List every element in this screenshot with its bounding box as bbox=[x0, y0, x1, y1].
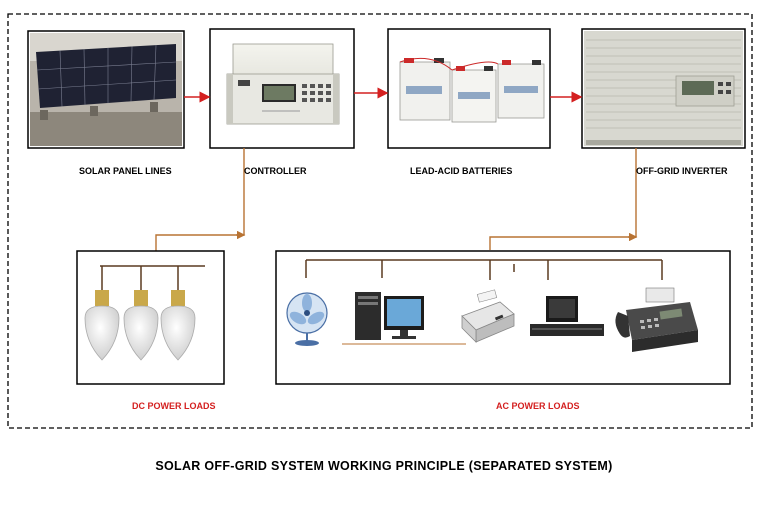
inverter-box bbox=[581, 28, 746, 149]
batteries-box bbox=[387, 28, 551, 149]
solar-panel-box bbox=[27, 30, 185, 149]
light-bulb-icon bbox=[123, 290, 159, 361]
desktop-computer-icon bbox=[342, 292, 466, 345]
batteries-label: LEAD-ACID BATTERIES bbox=[410, 166, 513, 176]
fax-machine-icon bbox=[615, 287, 698, 352]
diagram-title: SOLAR OFF-GRID SYSTEM WORKING PRINCIPLE … bbox=[155, 459, 613, 473]
system-boundary bbox=[7, 13, 753, 429]
dc-loads-box bbox=[76, 250, 225, 385]
wire-controller-to-dc bbox=[155, 148, 245, 258]
printer-icon bbox=[461, 289, 515, 343]
controller-label: CONTROLLER bbox=[244, 166, 307, 176]
light-bulb-icon bbox=[84, 290, 120, 361]
battery-icon bbox=[399, 57, 545, 123]
wire-inverter-to-ac bbox=[489, 148, 637, 250]
ac-loads-box bbox=[275, 250, 731, 385]
dc-loads-label: DC POWER LOADS bbox=[132, 401, 216, 411]
solar-panel-icon bbox=[30, 33, 182, 146]
fan-icon bbox=[286, 292, 328, 346]
controller-box bbox=[209, 28, 355, 149]
inverter-label: OFF-GRID INVERTER bbox=[636, 166, 728, 176]
inverter-icon bbox=[584, 31, 743, 146]
solar-panel-label: SOLAR PANEL LINES bbox=[79, 166, 172, 176]
tv-set-icon bbox=[530, 296, 604, 336]
light-bulb-icon bbox=[160, 290, 196, 361]
ac-loads-label: AC POWER LOADS bbox=[496, 401, 580, 411]
controller-icon bbox=[226, 43, 340, 125]
